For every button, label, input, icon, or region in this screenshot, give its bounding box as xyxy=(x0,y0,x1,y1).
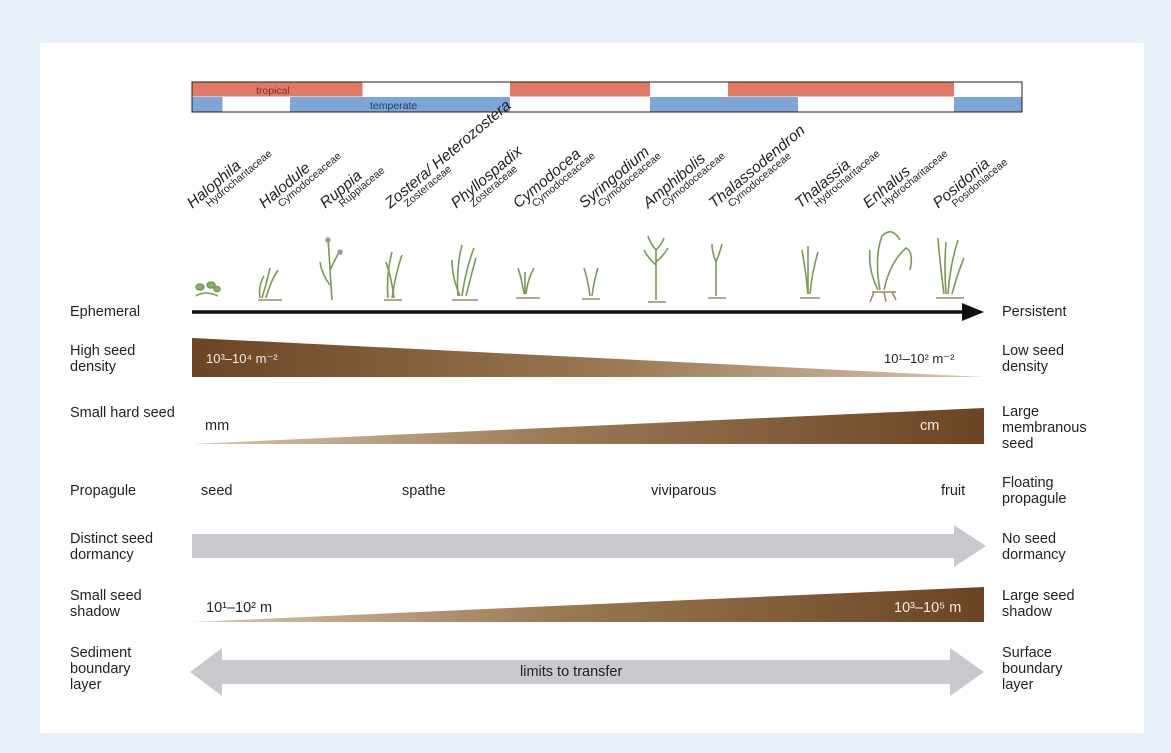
thalassodendron-plant-icon xyxy=(708,243,726,299)
persistence-arrow xyxy=(192,303,984,321)
temperate-segment xyxy=(290,97,510,112)
high-seed-density-label: High seed density xyxy=(70,343,136,375)
boundary-double-arrow xyxy=(190,648,984,696)
ruppia-plant-icon xyxy=(319,237,343,301)
propagule-label: Propagule xyxy=(70,483,137,499)
temperate-label: temperate xyxy=(370,100,417,112)
seed-size-wedge xyxy=(192,408,984,444)
tropical-segment xyxy=(510,82,650,97)
seed-size-right-value: cm xyxy=(920,418,940,434)
large-seed-shadow-label: Large seed shadow xyxy=(1002,588,1075,620)
seed-density-wedge xyxy=(192,338,984,377)
tropical-segment xyxy=(728,82,954,97)
halodule-plant-icon xyxy=(258,267,282,301)
posidonia-plant-icon xyxy=(936,237,965,299)
enhalus-plant-icon xyxy=(868,231,913,303)
propagule-spathe: spathe xyxy=(402,483,446,499)
density-left-value: 10³–10⁴ m⁻² xyxy=(206,351,278,366)
phyllospadix-plant-icon xyxy=(451,244,478,301)
tropical-label: tropical xyxy=(256,85,290,97)
floating-propagule-label: Floating propagule xyxy=(1002,475,1067,507)
temperate-segment xyxy=(192,97,223,112)
sediment-boundary-layer-label: Sediment boundary layer xyxy=(70,645,132,693)
propagule-seed: seed xyxy=(201,483,233,499)
propagule-viviparous: viviparous xyxy=(651,483,717,499)
thalassia-plant-icon xyxy=(800,246,820,299)
dormancy-arrow xyxy=(192,525,986,567)
density-right-value: 10¹–10² m⁻² xyxy=(884,351,955,366)
large-membranous-seed-label: Large membranous seed xyxy=(1002,404,1087,452)
zostera-plant-icon xyxy=(384,251,403,301)
seed-shadow-wedge xyxy=(192,587,984,622)
propagule-fruit: fruit xyxy=(941,483,966,499)
cymodocea-plant-icon xyxy=(516,267,540,299)
temperate-segment xyxy=(650,97,798,112)
climate-bar: tropical temperate xyxy=(191,81,1023,113)
low-seed-density-label: Low seed density xyxy=(1002,343,1065,375)
temperate-segment xyxy=(954,97,1022,112)
seed-shadow-left-value: 10¹–10² m xyxy=(206,600,273,616)
no-seed-dormancy-label: No seed dormancy xyxy=(1002,531,1066,563)
amphibolis-plant-icon xyxy=(643,235,669,303)
limits-to-transfer-label: limits to transfer xyxy=(520,664,623,680)
tropical-segment xyxy=(192,82,363,97)
halophila-plant-icon xyxy=(195,281,221,297)
plant-illustrations xyxy=(195,231,965,303)
distinct-seed-dormancy-label: Distinct seed dormancy xyxy=(70,531,154,563)
small-hard-seed-label: Small hard seed xyxy=(70,405,175,421)
persistent-label: Persistent xyxy=(1002,304,1067,320)
seed-shadow-right-value: 10³–10⁵ m xyxy=(894,600,962,616)
small-seed-shadow-label: Small seed shadow xyxy=(70,588,142,620)
ephemeral-label: Ephemeral xyxy=(70,304,141,320)
surface-boundary-layer-label: Surface boundary layer xyxy=(1002,645,1063,693)
seed-size-left-value: mm xyxy=(205,418,230,434)
syringodium-plant-icon xyxy=(582,267,600,300)
